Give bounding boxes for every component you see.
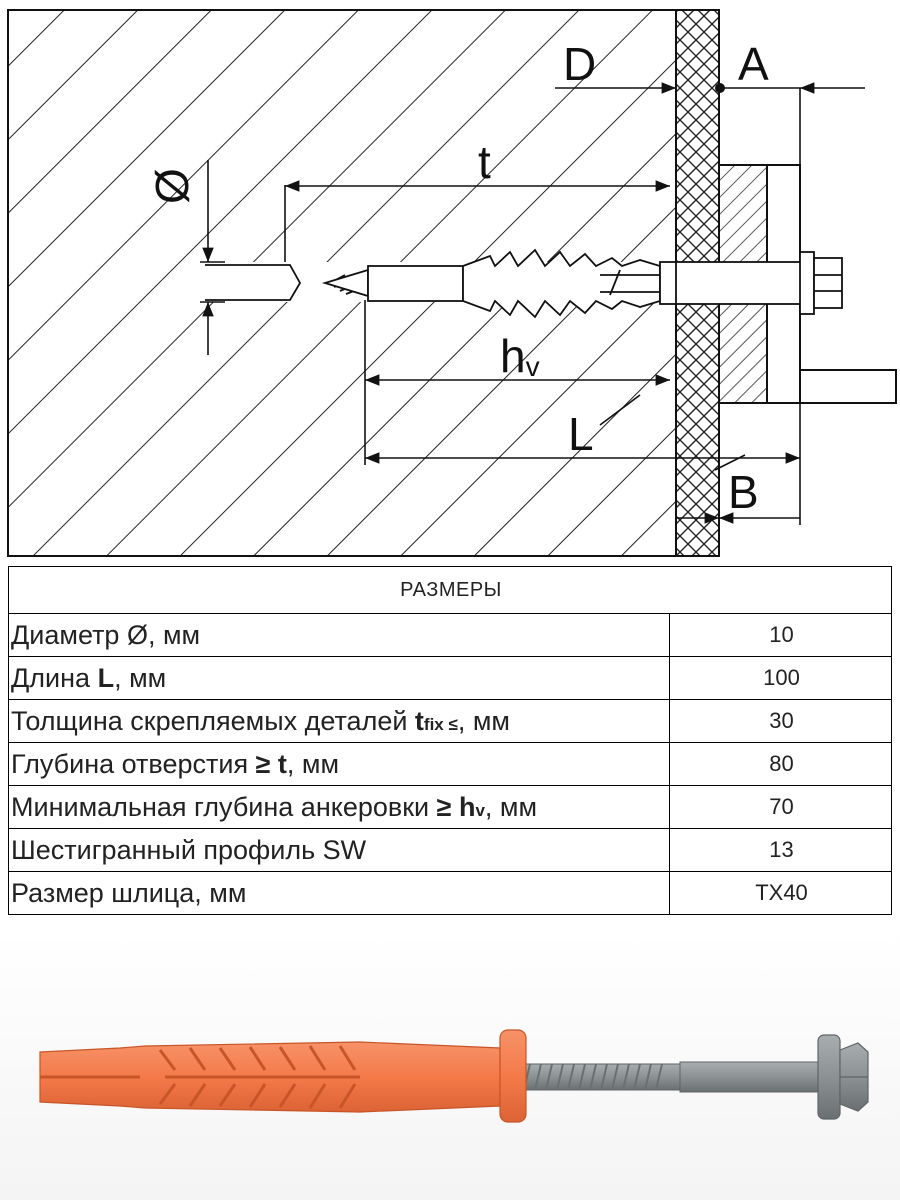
row-label: Толщина скрепляемых деталей tfix ≤, мм bbox=[8, 699, 670, 743]
row-label: Шестигранный профиль SW bbox=[8, 828, 670, 872]
row-value: 100 bbox=[669, 656, 892, 700]
label-hv: hv bbox=[500, 330, 540, 382]
reference-point bbox=[715, 83, 725, 93]
plastic-sleeve bbox=[39, 1029, 527, 1123]
label-diameter: Ø bbox=[146, 168, 198, 204]
installation-diagram: Ø D A t hv L B bbox=[7, 9, 897, 557]
row-label: Длина L, мм bbox=[8, 656, 670, 700]
row-label: Глубина отверстия ≥ t, мм bbox=[8, 742, 670, 786]
row-label: Диаметр Ø, мм bbox=[8, 613, 670, 657]
label-A: A bbox=[738, 38, 769, 90]
screw bbox=[519, 1034, 869, 1120]
label-B: B bbox=[728, 466, 759, 518]
row-value: 70 bbox=[669, 785, 892, 829]
table-title: РАЗМЕРЫ bbox=[8, 566, 892, 614]
row-label: Размер шлица, мм bbox=[8, 871, 670, 915]
row-value: 10 bbox=[669, 613, 892, 657]
label-L: L bbox=[568, 408, 594, 460]
row-value: 80 bbox=[669, 742, 892, 786]
dimension-lines bbox=[200, 82, 865, 525]
row-value: TX40 bbox=[669, 871, 892, 915]
label-D: D bbox=[563, 38, 596, 90]
row-value: 13 bbox=[669, 828, 892, 872]
row-label: Минимальная глубина анкеровки ≥ hv, мм bbox=[8, 785, 670, 829]
product-image bbox=[0, 930, 900, 1200]
row-value: 30 bbox=[669, 699, 892, 743]
label-t: t bbox=[478, 136, 491, 188]
anchor-drawing bbox=[205, 248, 843, 319]
table-header-row: РАЗМЕРЫ bbox=[8, 566, 892, 614]
